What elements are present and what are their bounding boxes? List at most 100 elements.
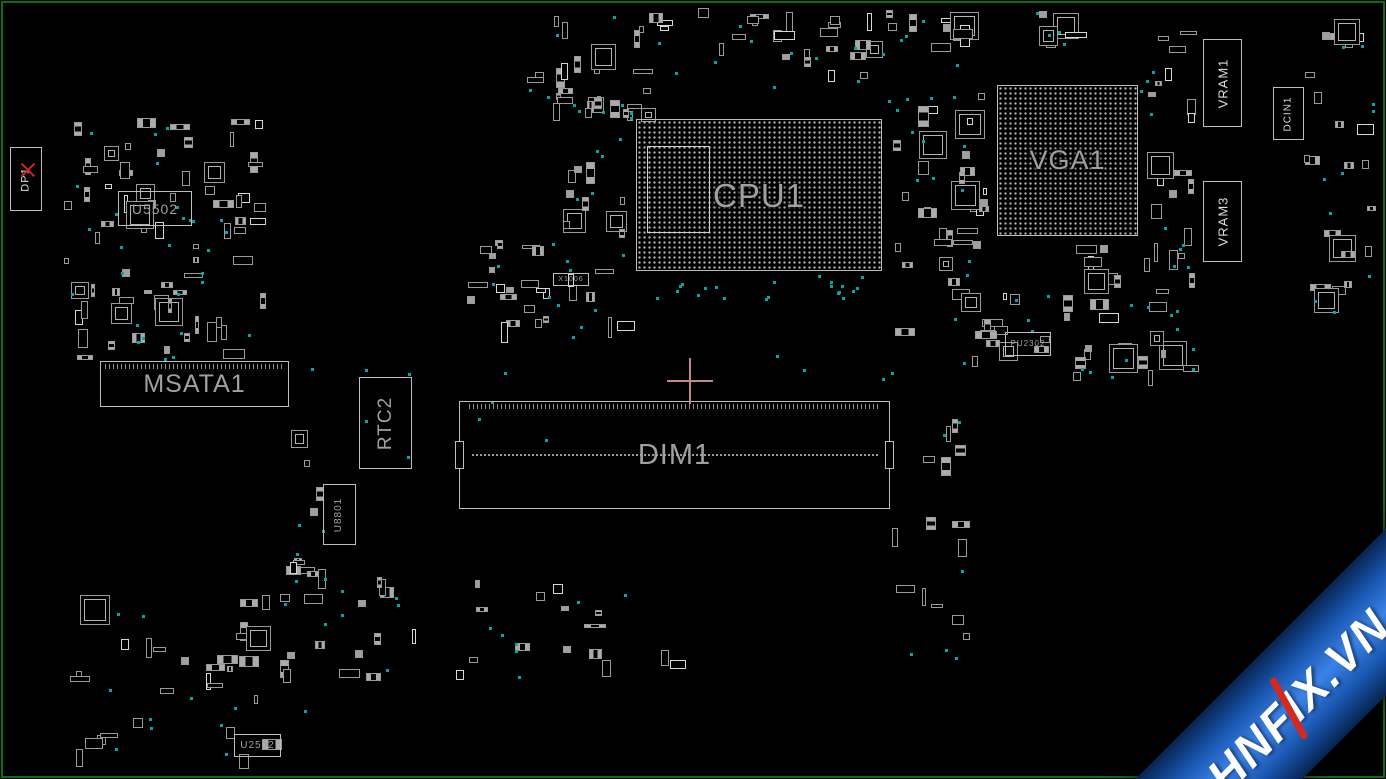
via-dot [324, 622, 328, 626]
via-dot [114, 747, 118, 751]
via-dot [1140, 90, 1144, 94]
small-component [206, 672, 211, 690]
small-component [203, 161, 226, 184]
via-dot [406, 455, 410, 459]
via-dot [1372, 109, 1376, 113]
small-component [975, 330, 997, 340]
component-vram1[interactable]: VRAM1 [1203, 39, 1242, 127]
small-component [952, 240, 973, 246]
component-pu2302[interactable]: PU2302 [1005, 332, 1051, 356]
small-component [535, 319, 543, 328]
small-component [161, 282, 174, 289]
via-dot [882, 52, 886, 56]
small-component [280, 594, 290, 603]
small-component [466, 295, 475, 304]
via-dot [136, 340, 140, 344]
component-dp1[interactable]: DP1 [10, 147, 42, 211]
via-dot [163, 357, 167, 361]
small-component [561, 21, 568, 39]
via-dot [155, 161, 159, 165]
via-dot [905, 35, 909, 39]
small-component [718, 43, 724, 57]
via-dot [284, 602, 288, 606]
small-component [1321, 32, 1330, 41]
small-component [180, 657, 189, 666]
component-dcin1[interactable]: DCIN1 [1273, 87, 1304, 140]
small-component [561, 62, 569, 80]
small-component [229, 131, 235, 147]
small-component [99, 732, 119, 738]
via-dot [341, 613, 345, 617]
via-dot [594, 309, 598, 313]
via-dot [623, 593, 627, 597]
small-component [616, 320, 636, 332]
via-dot [967, 259, 971, 263]
via-dot [182, 217, 186, 221]
via-dot [887, 100, 891, 104]
via-dot [789, 51, 793, 55]
via-dot [703, 286, 707, 290]
component-label: CPU1 [712, 176, 806, 214]
via-dot [1175, 327, 1179, 331]
via-dot [966, 274, 970, 278]
component-vram3[interactable]: VRAM3 [1203, 181, 1242, 262]
pinrow [470, 451, 879, 458]
via-dot [621, 104, 625, 108]
small-component [307, 570, 320, 577]
small-component [135, 184, 156, 204]
small-component [338, 668, 360, 678]
component-label: MSATA1 [143, 369, 246, 398]
small-component [947, 278, 961, 287]
via-dot [1368, 275, 1372, 279]
small-component [488, 267, 496, 274]
component-label: VRAM3 [1215, 196, 1231, 247]
small-component [253, 203, 267, 212]
small-component [104, 183, 113, 190]
via-dot [697, 294, 701, 298]
small-component [1188, 273, 1195, 288]
via-dot [364, 419, 368, 423]
small-component [366, 673, 381, 682]
via-dot [961, 188, 965, 192]
component-dim1[interactable]: DIM1 [455, 401, 894, 509]
small-component [957, 539, 967, 558]
component-u8801[interactable]: U8801 [323, 484, 356, 545]
small-component [643, 87, 652, 94]
component-label: U8801 [333, 497, 345, 532]
component-x1006[interactable]: X1006 [553, 273, 589, 286]
small-component [505, 287, 514, 294]
small-component [887, 22, 897, 31]
component-u5502[interactable]: U5502 [118, 191, 192, 226]
small-component [1003, 293, 1008, 301]
via-dot [591, 192, 595, 196]
small-component [183, 136, 194, 148]
via-dot [514, 650, 518, 654]
small-component [543, 315, 550, 323]
component-vga1[interactable]: VGA1 [997, 85, 1138, 236]
via-dot [575, 198, 579, 202]
via-dot [168, 244, 172, 248]
small-component [850, 51, 866, 61]
component-label: RTC2 [375, 396, 396, 450]
via-dot [818, 275, 822, 279]
small-component [552, 583, 564, 595]
small-component [1174, 170, 1192, 177]
small-component [310, 508, 319, 517]
component-cpu1[interactable]: CPU1 [636, 119, 882, 271]
component-rtc2[interactable]: RTC2 [359, 377, 412, 469]
small-component [894, 327, 916, 336]
small-component [623, 109, 629, 118]
component-label: U2502 [240, 739, 275, 751]
small-component [206, 322, 217, 342]
component-u2502[interactable]: U2502 [234, 734, 281, 757]
small-component [602, 659, 611, 677]
via-dot [504, 372, 508, 376]
small-component [1169, 190, 1178, 198]
small-component [1109, 343, 1138, 373]
via-dot [955, 63, 959, 67]
small-component [143, 289, 152, 295]
small-component [931, 603, 944, 609]
via-dot [573, 103, 577, 107]
component-msata1[interactable]: MSATA1 [100, 361, 289, 407]
